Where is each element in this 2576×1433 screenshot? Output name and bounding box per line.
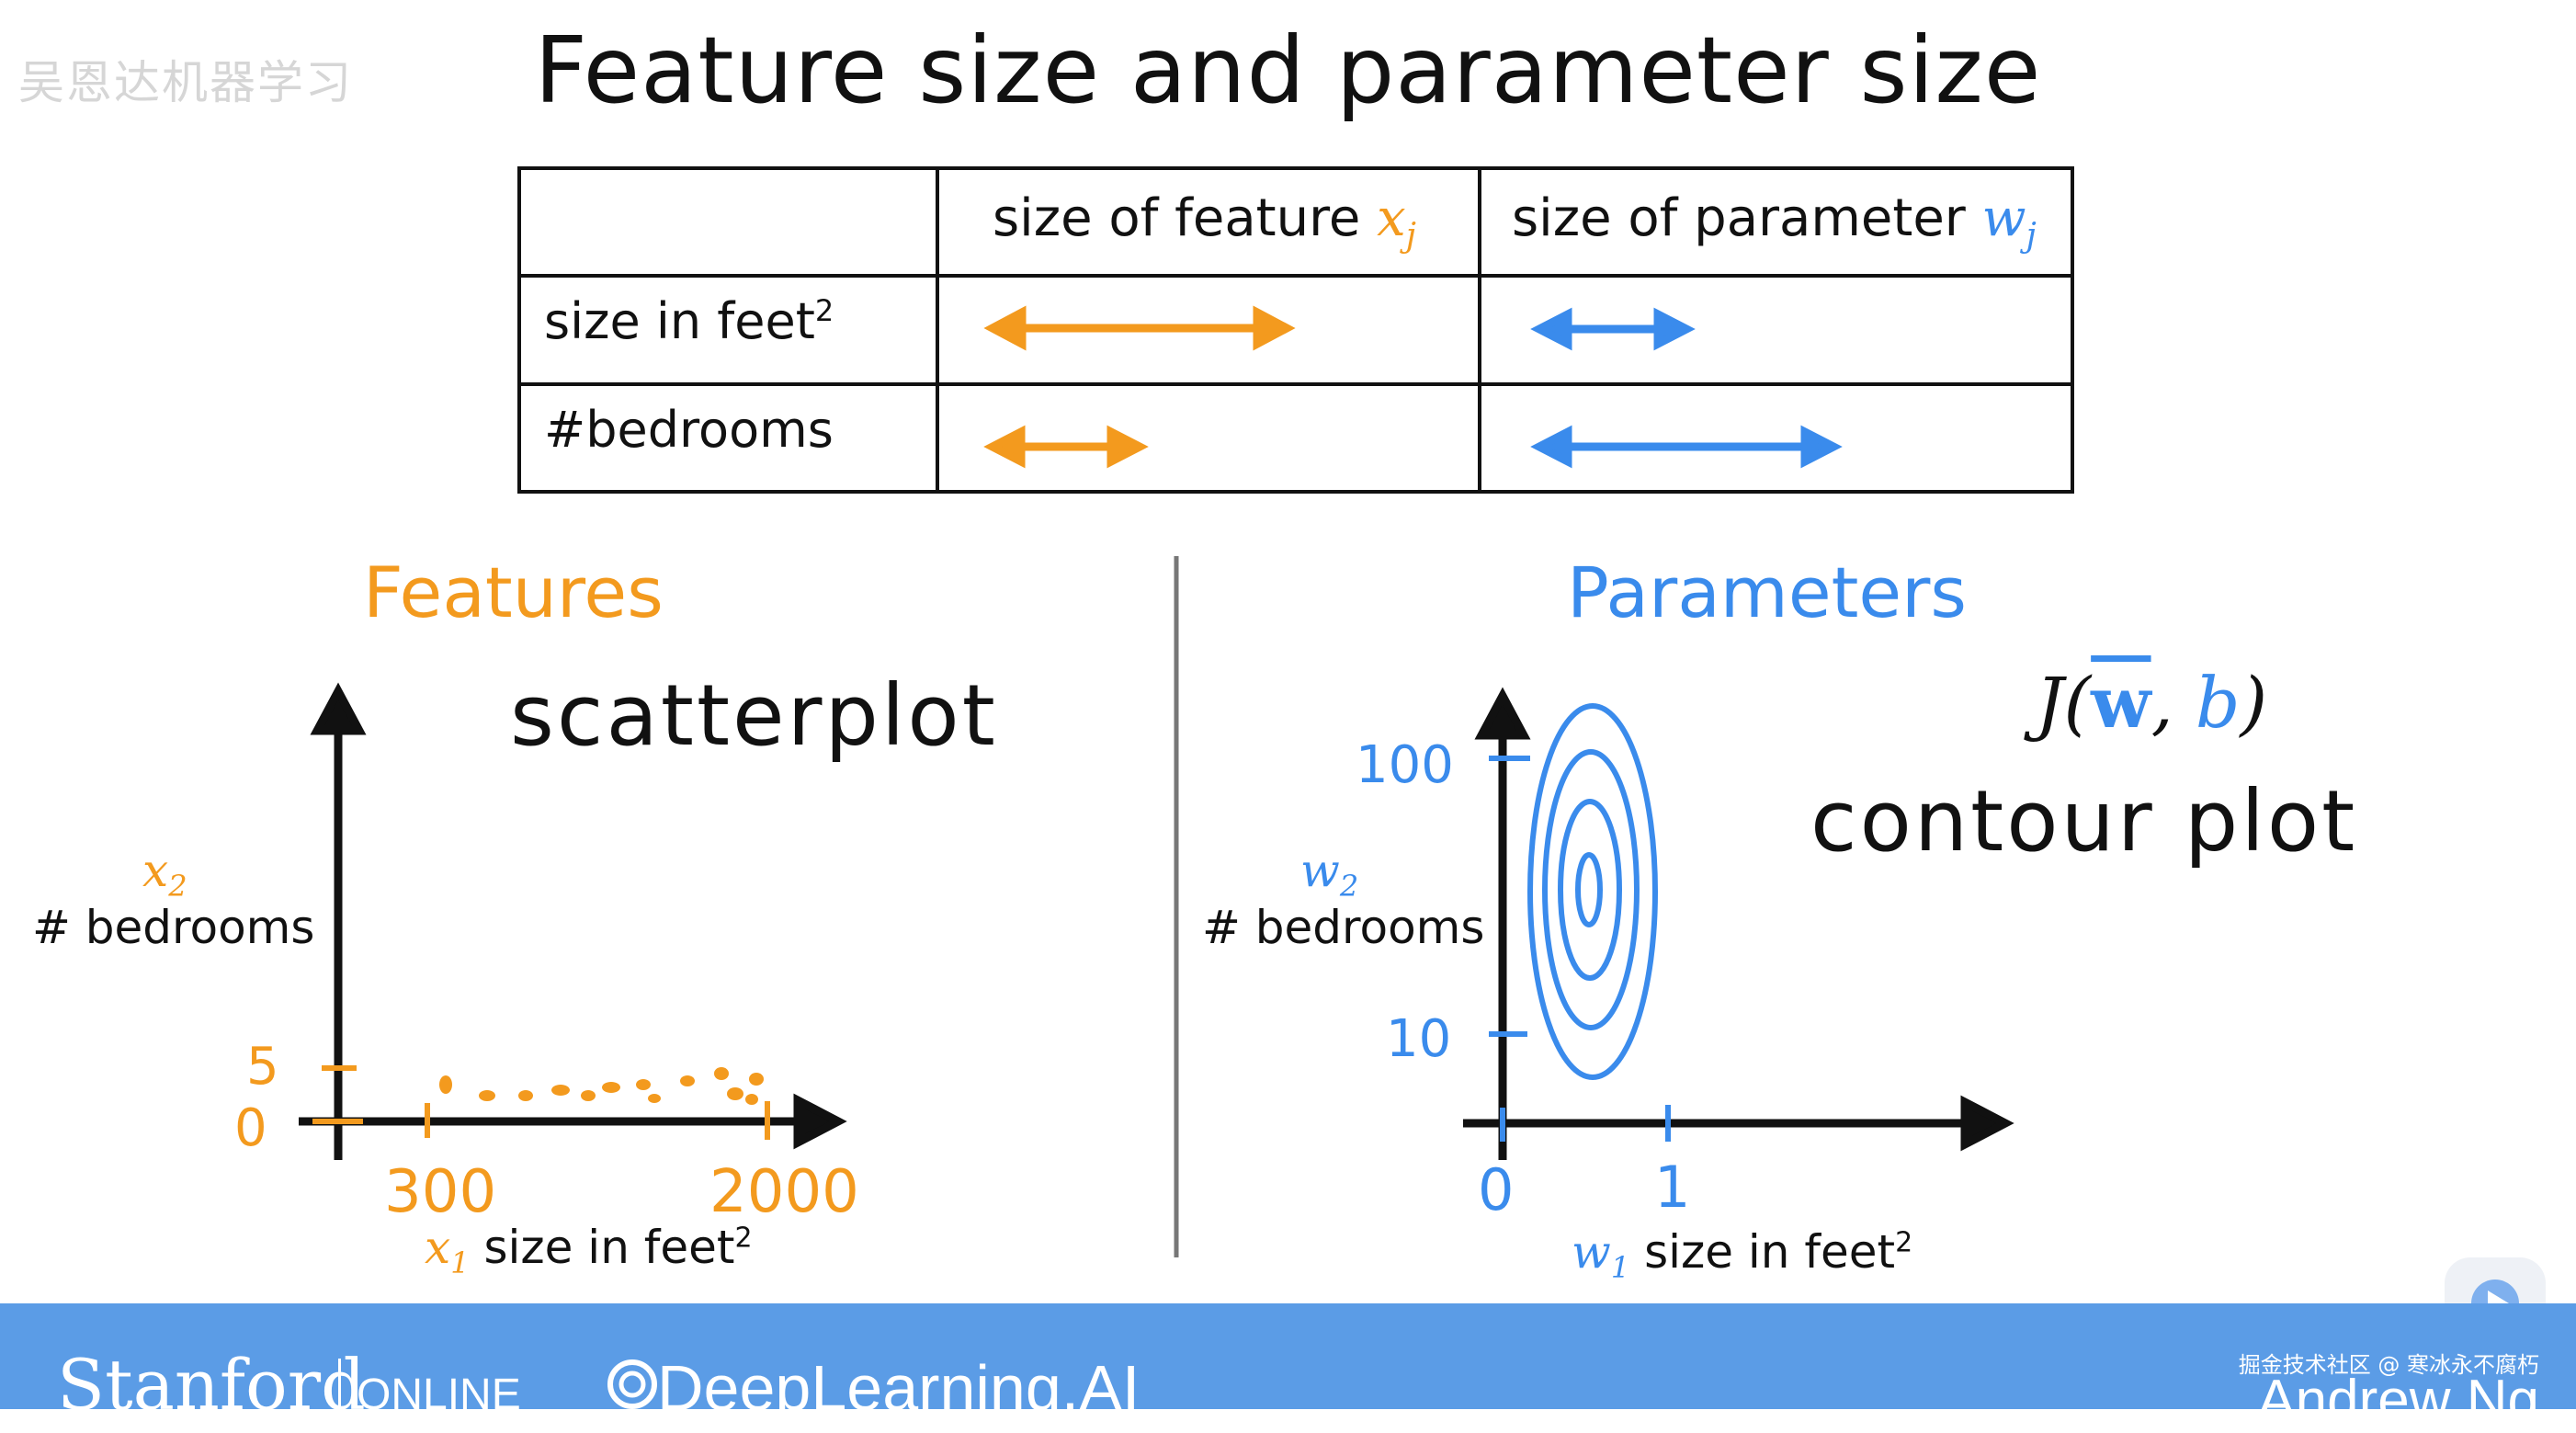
- watermark-text: 吴恩达机器学习: [18, 56, 353, 109]
- header-param-label: size of parameter: [1512, 188, 1966, 248]
- features-title: Features: [363, 552, 664, 633]
- cost-function-label: J(w, b): [2036, 662, 2267, 744]
- row-bedrooms-text: #bedrooms: [544, 401, 834, 459]
- param-size-arrow-sqft: [1530, 307, 1696, 351]
- features-axes: [299, 682, 847, 1160]
- header-feature-var: xj: [1377, 188, 1416, 255]
- features-y-var: x2: [142, 844, 187, 904]
- contour-ellipses: [1527, 703, 1658, 1080]
- param-size-arrow-bedrooms: [1530, 425, 1843, 469]
- parameters-x-var: w1: [1572, 1225, 1629, 1285]
- features-x-tick-2000: 2000: [709, 1158, 859, 1226]
- scatterplot-annotation: scatterplot: [510, 666, 998, 765]
- features-x-var-sub: 1: [450, 1245, 470, 1280]
- header-parameter-size: size of parameter wj: [1512, 188, 2037, 255]
- cost-b: b: [2195, 662, 2241, 744]
- parameters-y-tick-10: 10: [1386, 1009, 1452, 1069]
- header-feature-size: size of feature xj: [993, 188, 1416, 255]
- cost-prefix: J(: [2036, 662, 2092, 744]
- stanford-logo: Stanford: [57, 1344, 366, 1426]
- community-watermark: 掘金技术社区 @ 寒冰永不腐朽: [2238, 1352, 2539, 1378]
- parameters-x-label-sup: 2: [1895, 1226, 1913, 1259]
- parameters-axes: [1463, 687, 2014, 1160]
- features-x-label-sup: 2: [734, 1222, 753, 1255]
- features-y-label: # bedrooms: [32, 901, 315, 954]
- cost-suffix: ): [2240, 662, 2268, 744]
- row-label-bedrooms: #bedrooms: [544, 401, 834, 459]
- scatter-points: [439, 1067, 764, 1105]
- row-size-sup: 2: [814, 293, 834, 328]
- features-x-var-x: x: [425, 1221, 451, 1274]
- parameters-x-var-sub: 1: [1610, 1250, 1630, 1285]
- feature-var-sub: j: [1405, 217, 1416, 256]
- feature-var-x: x: [1377, 188, 1406, 248]
- parameters-x-tick-0: 0: [1478, 1156, 1515, 1223]
- header-param-var: wj: [1981, 188, 2037, 255]
- contour-plot-annotation: contour plot: [1810, 772, 2358, 870]
- header-feature-label: size of feature: [993, 188, 1361, 248]
- deeplearning-logo-icon: [607, 1359, 657, 1409]
- parameters-y-var-w: w: [1300, 844, 1340, 897]
- online-label: ONLINE: [357, 1370, 521, 1419]
- parameters-x-label-text: size in feet: [1644, 1225, 1896, 1279]
- author-name: Andrew Ng: [2257, 1369, 2539, 1432]
- param-var-w: w: [1981, 188, 2026, 248]
- parameters-y-var: w2: [1300, 844, 1358, 904]
- footer-logo-divider: [338, 1359, 341, 1412]
- page-title: Feature size and parameter size: [534, 17, 2042, 124]
- parameters-x-tick-1: 1: [1654, 1154, 1691, 1221]
- parameters-y-tick-100: 100: [1356, 735, 1454, 795]
- features-y-var-x: x: [142, 844, 169, 897]
- features-x-label: x1 size in feet2: [425, 1221, 753, 1280]
- deeplearning-logo-text: DeepLearning.AI: [657, 1352, 1140, 1424]
- feature-size-arrow-bedrooms: [983, 425, 1149, 469]
- feature-size-arrow-sqft: [983, 305, 1296, 351]
- row-size-text: size in feet: [544, 292, 815, 350]
- cost-mid: ,: [2150, 662, 2196, 744]
- parameters-title: Parameters: [1567, 552, 1967, 633]
- parameters-y-label: # bedrooms: [1202, 901, 1485, 954]
- features-y-var-sub: 2: [168, 869, 187, 904]
- features-ticks: [312, 1065, 770, 1140]
- features-x-label-text: size in feet: [483, 1221, 735, 1274]
- cost-w: w: [2091, 662, 2151, 744]
- features-y-tick-0: 0: [234, 1098, 267, 1158]
- features-x-var: x1: [425, 1221, 470, 1280]
- parameters-ticks: [1489, 756, 1671, 1142]
- features-x-tick-300: 300: [384, 1158, 497, 1226]
- parameters-x-var-w: w: [1572, 1225, 1611, 1279]
- parameters-y-var-sub: 2: [1339, 869, 1359, 904]
- row-label-size: size in feet2: [544, 292, 834, 350]
- features-y-tick-5: 5: [246, 1037, 279, 1097]
- param-var-sub: j: [2026, 217, 2037, 256]
- footer-bar: [0, 1303, 2576, 1409]
- parameters-x-label: w1 size in feet2: [1572, 1225, 1912, 1285]
